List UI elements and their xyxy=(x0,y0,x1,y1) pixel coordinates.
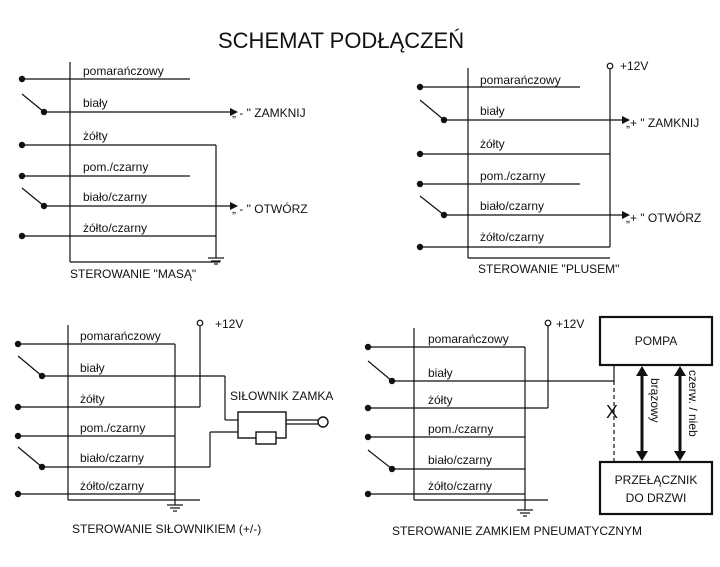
output-close-label: „ - " ZAMKNIJ xyxy=(232,106,306,120)
door-lock-actuator-icon xyxy=(237,411,329,445)
actuator-label: SIŁOWNIK ZAMKA xyxy=(230,389,333,403)
wire-label-4: pom./czarny xyxy=(480,169,545,183)
relay-contact xyxy=(367,449,393,470)
wire-label-3: żółty xyxy=(480,137,505,151)
wire-label-2: biały xyxy=(83,96,108,110)
wire-label-4: pom./czarny xyxy=(83,160,148,174)
wire-label-3: żółty xyxy=(80,392,105,406)
supply-label: +12V xyxy=(620,59,648,73)
wire-label-1: pomarańczowy xyxy=(480,73,561,87)
arrow-icon xyxy=(230,108,238,116)
panel-actuator-control: +12V pomarańczowy biały żółty pom./czarn… xyxy=(14,317,333,536)
wire-label-3: żółty xyxy=(428,393,453,407)
wire-label-2: biały xyxy=(480,104,505,118)
wire-label-1: pomarańczowy xyxy=(80,329,161,343)
relay-contact xyxy=(17,355,43,377)
arrow-icon xyxy=(622,116,630,124)
panel-caption: STEROWANIE "MASĄ" xyxy=(70,267,196,281)
ground-icon xyxy=(517,509,533,517)
wire-label-4: pom./czarny xyxy=(80,421,145,435)
panel-plus-control: +12V pomarańczowy biały „+ " ZAMKNIJ żół… xyxy=(416,59,701,276)
supply-label: +12V xyxy=(556,317,584,331)
ground-icon xyxy=(167,504,183,512)
panel-caption: STEROWANIE "PLUSEM" xyxy=(478,262,619,276)
diagram-title: SCHEMAT PODŁĄCZEŃ xyxy=(218,28,464,53)
pump-label: POMPA xyxy=(635,334,677,348)
brown-wire-label: brązowy xyxy=(648,378,662,423)
wire-label-6: żółto/czarny xyxy=(80,479,144,493)
output-open-label: „+ " OTWÓRZ xyxy=(626,210,701,225)
output-close-label: „+ " ZAMKNIJ xyxy=(626,116,699,130)
wire-label-5: biało/czarny xyxy=(480,199,544,213)
arrow-icon xyxy=(230,202,238,210)
door-switch-box xyxy=(598,460,714,516)
output-open-label: „ - " OTWÓRZ xyxy=(232,201,308,216)
wire-label-1: pomarańczowy xyxy=(83,64,164,78)
wire-label-5: biało/czarny xyxy=(83,190,147,204)
door-switch-label-1: PRZEŁĄCZNIK xyxy=(615,473,698,487)
relay-contact xyxy=(21,93,45,113)
wire-label-6: żółto/czarny xyxy=(428,479,492,493)
panel-caption: STEROWANIE SIŁOWNIKIEM (+/-) xyxy=(72,522,261,536)
wire-label-3: żółty xyxy=(83,129,108,143)
relay-contact xyxy=(367,360,393,382)
cut-wire-mark: X xyxy=(606,402,618,422)
door-switch-label-2: DO DRZWI xyxy=(626,491,687,505)
supply-terminal-icon xyxy=(606,62,614,70)
wire-label-6: żółto/czarny xyxy=(83,221,147,235)
relay-contact xyxy=(419,99,445,121)
wire-label-5: biało/czarny xyxy=(428,453,492,467)
relay-contact xyxy=(419,195,445,216)
panel-caption: STEROWANIE ZAMKIEM PNEUMATYCZNYM xyxy=(392,524,642,538)
panel-pneumatic-control: +12V pomarańczowy biały żółty pom./czarn… xyxy=(364,315,714,538)
supply-label: +12V xyxy=(215,317,243,331)
wire-label-6: żółto/czarny xyxy=(480,230,544,244)
supply-terminal-icon xyxy=(196,319,204,327)
relay-contact xyxy=(17,446,43,468)
panel-ground-control: pomarańczowy biały „ - " ZAMKNIJ żółty p… xyxy=(18,62,308,281)
red-blue-wire-label: czerw. / nieb xyxy=(686,370,700,437)
wire-label-5: biało/czarny xyxy=(80,451,144,465)
wire-label-2: biały xyxy=(428,366,453,380)
wire-label-2: biały xyxy=(80,361,105,375)
red-blue-wire-arrow-icon xyxy=(674,366,686,461)
ground-icon xyxy=(208,257,224,265)
relay-contact xyxy=(21,187,45,207)
pump-box xyxy=(598,315,714,367)
wire-label-1: pomarańczowy xyxy=(428,332,509,346)
supply-terminal-icon xyxy=(544,319,552,327)
brown-wire-arrow-icon xyxy=(636,366,648,461)
arrow-icon xyxy=(622,211,630,219)
wire-label-4: pom./czarny xyxy=(428,422,493,436)
